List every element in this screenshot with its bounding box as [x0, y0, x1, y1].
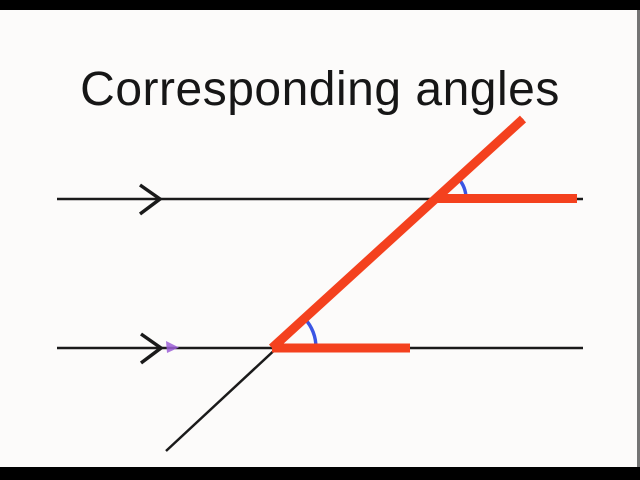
- frame-edge-right: [637, 0, 640, 480]
- letterbox-bar-bottom: [0, 467, 640, 480]
- letterbox-bar-top: [0, 0, 640, 10]
- pointer-cursor-icon: [166, 341, 179, 353]
- transversal-line: [268, 115, 527, 352]
- page-title: Corresponding angles: [80, 63, 560, 116]
- arrow-marker-bottom: [139, 332, 164, 365]
- arrow-marker-top: [138, 183, 163, 216]
